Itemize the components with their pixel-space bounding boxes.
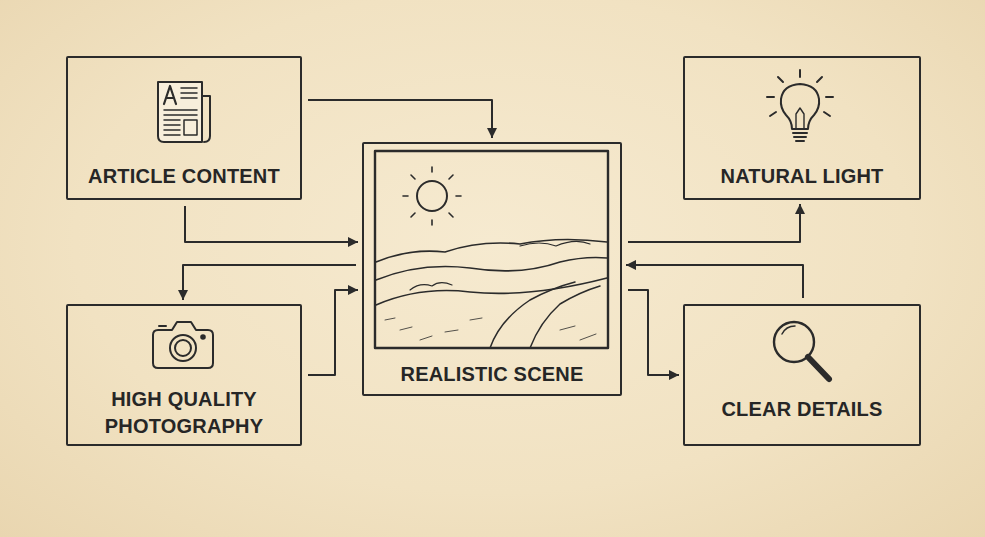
process-box: NATURAL LIGHT	[683, 56, 921, 200]
process-box: HIGH QUALITY PHOTOGRAPHY	[66, 304, 302, 446]
flow-arrow	[185, 206, 358, 242]
lightbulb-icon	[767, 70, 833, 141]
newspaper-icon	[158, 82, 210, 142]
landscape-picture	[375, 151, 608, 348]
process-box: CLEAR DETAILS	[683, 304, 921, 446]
node-label: CLEAR DETAILS	[692, 396, 912, 423]
flow-arrow	[183, 265, 356, 300]
magnifier-icon	[774, 322, 829, 379]
process-box: ARTICLE CONTENT	[66, 56, 302, 200]
flow-arrow	[626, 265, 803, 298]
flow-arrow	[308, 290, 358, 375]
scene-box: REALISTIC SCENE	[362, 142, 622, 396]
flow-arrow	[308, 100, 492, 138]
camera-icon	[153, 322, 213, 368]
node-label: NATURAL LIGHT	[692, 163, 912, 190]
node-label: ARTICLE CONTENT	[74, 163, 294, 190]
flow-arrow	[628, 204, 800, 242]
node-label: HIGH QUALITY PHOTOGRAPHY	[89, 386, 279, 440]
node-label: REALISTIC SCENE	[372, 361, 612, 388]
flow-arrow	[628, 290, 679, 375]
